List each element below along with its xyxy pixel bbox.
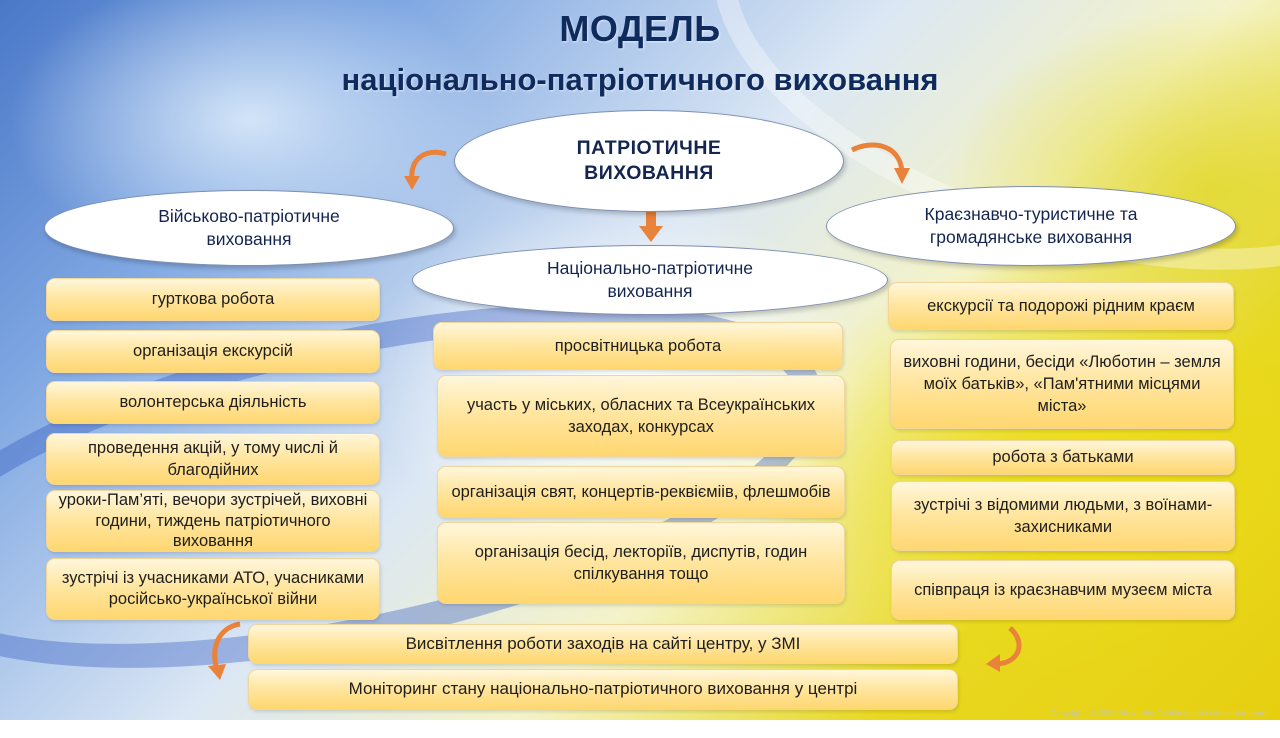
left-oval-line2: виховання (206, 229, 292, 249)
middle-oval-line1: Національно-патріотичне (546, 258, 754, 279)
left-item: зустрічі із учасниками АТО, учасниками р… (46, 558, 380, 620)
left-item: волонтерська діяльність (46, 381, 380, 424)
center-oval-line2: ВИХОВАННЯ (584, 162, 714, 184)
right-item: екскурсії та подорожі рідним краєм (888, 282, 1234, 330)
middle-oval-line2: виховання (607, 281, 693, 301)
left-item: організація екскурсій (46, 330, 380, 373)
middle-item: організація бесід, лекторіїв, диспутів, … (437, 522, 845, 604)
right-item: робота з батьками (891, 440, 1235, 475)
left-item: гурткова робота (46, 278, 380, 321)
bottom-item: Висвітлення роботи заходів на сайті цент… (248, 624, 958, 664)
curved-arrow-icon (986, 626, 1022, 672)
center-oval-line1: ПАТРІОТИЧНЕ (576, 136, 722, 159)
curved-arrow-icon (208, 621, 241, 680)
right-item: зустрічі з відомими людьми, з воїнами-за… (891, 481, 1235, 551)
page-subtitle: національно-патріотичного виховання (341, 62, 939, 97)
right-item: виховні години, бесіди «Люботин – земля … (890, 339, 1234, 429)
copyright-credit: Copyrights © 2008 Alexander Osokin | oso… (1050, 709, 1266, 718)
right-oval-line2: громадянське виховання (929, 227, 1133, 247)
left-item: уроки-Пам’яті, вечори зустрічей, виховні… (46, 490, 380, 552)
middle-item: просвітницька робота (433, 322, 843, 370)
page-title: МОДЕЛЬ (559, 8, 721, 49)
curved-arrow-icon (850, 142, 910, 184)
center-oval: ПАТРІОТИЧНЕ ВИХОВАННЯ (454, 110, 844, 212)
bottom-item: Моніторинг стану національно-патріотично… (248, 669, 958, 710)
right-item: співпраця із краєзнавчим музеєм міста (891, 560, 1235, 620)
curved-arrow-icon (404, 149, 447, 190)
left-oval-line1: Військово-патріотичне (158, 206, 340, 227)
left-item: проведення акцій, у тому числі й благоді… (46, 433, 380, 485)
middle-item: організація свят, концертів-реквієміів, … (437, 466, 845, 518)
down-arrow-icon (639, 212, 663, 242)
right-oval-line1: Краєзнавчо-туристичне та (924, 204, 1138, 225)
middle-item: участь у міських, обласних та Всеукраїнс… (437, 375, 845, 457)
